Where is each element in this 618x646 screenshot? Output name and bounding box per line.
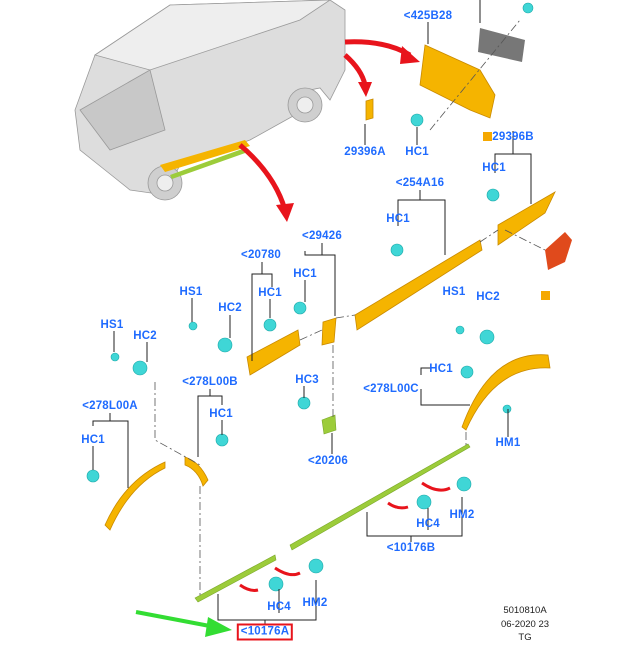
part-10176B bbox=[289, 443, 471, 551]
callout-hc2-right[interactable]: HC2 bbox=[476, 291, 500, 303]
part-278L00B bbox=[184, 456, 209, 487]
part-29426 bbox=[321, 317, 337, 346]
green-arrow bbox=[135, 610, 232, 637]
part-278L00A bbox=[104, 461, 166, 531]
callout-hm2-a[interactable]: HM2 bbox=[302, 597, 328, 609]
red-arrows-clips bbox=[239, 481, 451, 592]
part-425B28 bbox=[419, 44, 496, 119]
callout-hc1-20780[interactable]: HC1 bbox=[258, 287, 282, 299]
callout-hc1-278L00B[interactable]: HC1 bbox=[209, 408, 233, 420]
callout-278L00B[interactable]: <278L00B bbox=[182, 376, 238, 388]
part-shield bbox=[478, 28, 525, 62]
callout-hs1-mid[interactable]: HS1 bbox=[179, 286, 203, 298]
callout-hm1[interactable]: HM1 bbox=[495, 437, 521, 449]
callout-254A16[interactable]: <254A16 bbox=[395, 177, 445, 189]
callout-20780[interactable]: <20780 bbox=[241, 249, 281, 261]
callout-hc1-29426[interactable]: HC1 bbox=[293, 268, 317, 280]
assembly-lines bbox=[154, 19, 546, 598]
callout-hc2-mid[interactable]: HC2 bbox=[218, 302, 242, 314]
callout-278L00C[interactable]: <278L00C bbox=[363, 383, 419, 395]
part-10176A bbox=[194, 554, 277, 603]
reference-initials: TG bbox=[518, 632, 532, 643]
callout-hc1-top[interactable]: HC1 bbox=[405, 146, 429, 158]
callout-hc1-278L00A[interactable]: HC1 bbox=[81, 434, 105, 446]
square-marker bbox=[541, 291, 550, 300]
callout-10176B[interactable]: <10176B bbox=[386, 542, 436, 554]
callout-hs1-right[interactable]: HS1 bbox=[442, 286, 466, 298]
arrowheads bbox=[276, 46, 420, 222]
callout-hm2-b[interactable]: HM2 bbox=[449, 509, 475, 521]
callout-hc1-254A16[interactable]: HC1 bbox=[386, 213, 410, 225]
callout-20206[interactable]: <20206 bbox=[308, 455, 348, 467]
square-marker-icon bbox=[483, 132, 492, 141]
reference-date: 06-2020 23 bbox=[500, 619, 550, 630]
part-20206 bbox=[321, 414, 337, 435]
part-red-bracket bbox=[545, 232, 572, 270]
reference-code: 5010810A bbox=[503, 605, 547, 616]
leader-lines bbox=[92, 0, 532, 625]
part-254A16 bbox=[354, 239, 483, 331]
part-278L00C bbox=[461, 354, 551, 431]
callout-hc3[interactable]: HC3 bbox=[295, 374, 319, 386]
callout-hc1-278L00C[interactable]: HC1 bbox=[429, 363, 453, 375]
van-illustration bbox=[74, 0, 346, 201]
callout-29426[interactable]: <29426 bbox=[302, 230, 342, 242]
part-29396A bbox=[365, 98, 374, 121]
clips bbox=[86, 2, 534, 592]
callout-hs1-left[interactable]: HS1 bbox=[100, 319, 124, 331]
callout-29396A[interactable]: 29396A bbox=[344, 146, 386, 158]
callout-hc2-left[interactable]: HC2 bbox=[133, 330, 157, 342]
callout-29396B[interactable]: 29396B bbox=[492, 131, 534, 143]
callout-278L00A[interactable]: <278L00A bbox=[82, 400, 138, 412]
callout-hc1-29396B[interactable]: HC1 bbox=[482, 162, 506, 174]
part-29396B bbox=[497, 191, 556, 246]
sill-parts bbox=[194, 414, 471, 603]
callout-425B28[interactable]: <425B28 bbox=[403, 10, 453, 22]
part-20780 bbox=[246, 329, 301, 376]
callout-10176A-highlighted[interactable]: <10176A bbox=[236, 623, 294, 641]
callout-hc4-b[interactable]: HC4 bbox=[416, 518, 440, 530]
trim-parts bbox=[104, 44, 556, 531]
callout-hc4-a[interactable]: HC4 bbox=[267, 601, 291, 613]
